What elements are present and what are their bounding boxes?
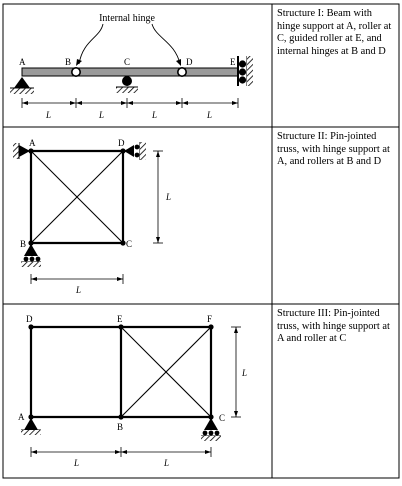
- right-span-label: L: [163, 458, 169, 468]
- truss-members: [29, 149, 125, 245]
- joint-e: [118, 324, 124, 330]
- vertical-dimension-structure-3: [231, 326, 241, 418]
- span-label-3: L: [151, 110, 157, 120]
- structure-2-truss: A B C D L L: [13, 138, 171, 295]
- horizontal-dimension-label: L: [75, 285, 81, 295]
- node-label-d: D: [118, 138, 125, 148]
- callout-arrow-d: [151, 23, 181, 65]
- caption-structure-2: Structure II: Pin-jointed truss, with hi…: [277, 131, 390, 168]
- structure-1-beam: Internal hinge A B C D E L L L L: [10, 13, 253, 120]
- node-label-c: C: [124, 57, 130, 67]
- span-label-4: L: [206, 110, 212, 120]
- joint-b: [28, 240, 34, 246]
- roller-support-d: [124, 142, 146, 160]
- node-label-a: A: [19, 57, 26, 67]
- roller-support-b: [21, 244, 41, 267]
- truss-members: [29, 325, 213, 419]
- span-label-1: L: [45, 110, 51, 120]
- internal-hinge-d: [177, 67, 188, 78]
- caption-structure-3: Structure III: Pin-jointed truss, with h…: [277, 308, 390, 345]
- node-label-e: E: [117, 314, 123, 324]
- vertical-dimension-structure-2: [153, 150, 163, 244]
- joint-f: [208, 324, 214, 330]
- joint-c: [120, 240, 126, 246]
- node-label-b: B: [65, 57, 71, 67]
- joint-a: [28, 148, 34, 154]
- vertical-dimension-label: L: [165, 192, 171, 202]
- roller-support-c: [201, 418, 221, 441]
- node-label-f: F: [207, 314, 212, 324]
- callout-arrow-b: [78, 23, 104, 65]
- hinge-support-a: [21, 418, 41, 435]
- joint-a: [28, 414, 34, 420]
- node-label-a: A: [29, 138, 36, 148]
- guided-roller-support-e: [237, 56, 253, 86]
- vertical-dimension-label: L: [241, 368, 247, 378]
- joint-d: [120, 148, 126, 154]
- node-label-e: E: [230, 57, 236, 67]
- joint-d: [28, 324, 34, 330]
- node-label-b: B: [117, 422, 123, 432]
- left-span-label: L: [73, 458, 79, 468]
- beam: [21, 67, 239, 77]
- node-label-d: D: [26, 314, 33, 324]
- joint-c: [208, 414, 214, 420]
- internal-hinge-b: [71, 67, 82, 78]
- table-grid: [2, 3, 400, 479]
- node-label-c: C: [126, 239, 132, 249]
- joint-b: [118, 414, 124, 420]
- node-label-b: B: [20, 239, 26, 249]
- roller-support-c: [116, 76, 138, 93]
- horizontal-dimension-structure-2: [30, 274, 124, 284]
- node-label-a: A: [18, 412, 25, 422]
- structure-3-truss: D E F A B C L L L: [18, 314, 247, 468]
- hinge-support-a: [13, 143, 30, 159]
- node-label-c: C: [219, 413, 225, 423]
- hinge-support-a: [10, 77, 34, 94]
- span-label-2: L: [98, 110, 104, 120]
- internal-hinge-label: Internal hinge: [99, 13, 155, 24]
- caption-structure-1: Structure I: Beam with hinge support at …: [277, 8, 392, 57]
- node-label-d: D: [186, 57, 193, 67]
